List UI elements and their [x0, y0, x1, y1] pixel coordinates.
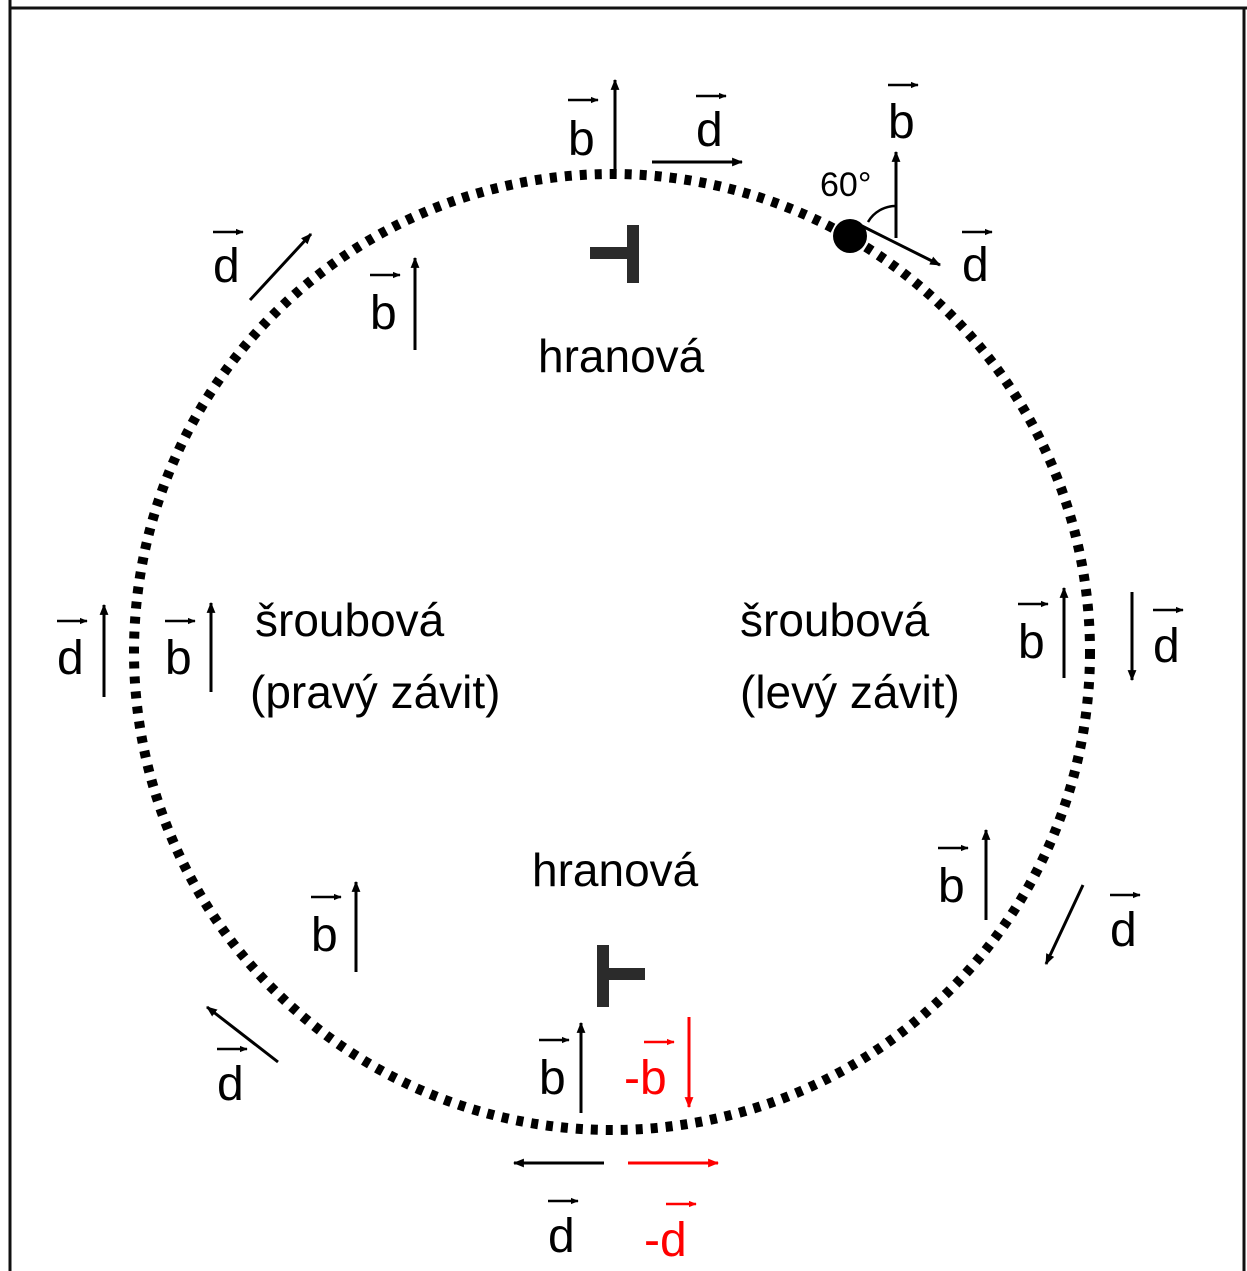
d-arrow-lower-right: [1044, 884, 1085, 965]
svg-text:b: b: [1018, 616, 1045, 669]
neg-d-label-bottom: -d: [644, 1200, 697, 1267]
svg-text:d: d: [696, 104, 723, 157]
b-label-bottom: b: [539, 1036, 570, 1105]
svg-text:d: d: [962, 239, 989, 292]
screw-label-left: šroubová: [255, 594, 445, 646]
b-label-upper-left: b: [370, 271, 401, 340]
svg-text:-d: -d: [644, 1214, 687, 1267]
b-label-lower-right: b: [938, 844, 969, 913]
svg-text:b: b: [165, 632, 192, 685]
svg-text:d: d: [548, 1210, 575, 1263]
angle-arc: [866, 204, 897, 223]
dislocation-loop: [129, 169, 1095, 1135]
b-label-lower-left: b: [311, 893, 342, 962]
screw-sublabel-right: (levý závit): [740, 666, 960, 718]
d-arrow-upper-left: [248, 232, 313, 302]
screw-label-right: šroubová: [740, 594, 930, 646]
d-arrow-top-right: [861, 224, 941, 267]
edge-dislocation-symbol-top: [590, 225, 639, 283]
neg-b-label-bottom: -b: [624, 1038, 675, 1105]
svg-text:b: b: [311, 909, 338, 962]
svg-text:b: b: [370, 287, 397, 340]
b-label-right: b: [1018, 600, 1049, 669]
d-label-left: d: [57, 617, 88, 685]
d-label-upper-left: d: [213, 228, 244, 293]
b-label-top: b: [568, 96, 599, 166]
svg-text:b: b: [539, 1052, 566, 1105]
loop-node-dot: [833, 219, 867, 253]
svg-text:d: d: [1153, 620, 1180, 673]
edge-label-top: hranová: [538, 330, 705, 382]
angle-label: 60°: [820, 166, 871, 204]
edge-label-bottom: hranová: [532, 844, 699, 896]
svg-text:b: b: [568, 113, 595, 166]
svg-text:d: d: [213, 240, 240, 293]
svg-text:b: b: [938, 860, 965, 913]
d-label-bottom: d: [548, 1197, 579, 1263]
d-label-top-right: d: [962, 228, 993, 292]
svg-text:b: b: [888, 96, 915, 149]
d-label-top: d: [696, 92, 727, 157]
d-label-right: d: [1153, 606, 1184, 673]
b-label-left: b: [165, 617, 196, 685]
d-label-lower-right: d: [1110, 891, 1141, 957]
edge-dislocation-symbol-bottom: [597, 945, 645, 1007]
svg-text:-b: -b: [624, 1052, 667, 1105]
d-label-lower-left: d: [217, 1045, 248, 1111]
svg-text:d: d: [1110, 904, 1137, 957]
svg-text:d: d: [57, 632, 84, 685]
b-label-top-right: b: [888, 81, 919, 149]
svg-text:d: d: [217, 1058, 244, 1111]
screw-sublabel-left: (pravý závit): [250, 666, 500, 718]
d-arrow-lower-left: [206, 1005, 279, 1064]
